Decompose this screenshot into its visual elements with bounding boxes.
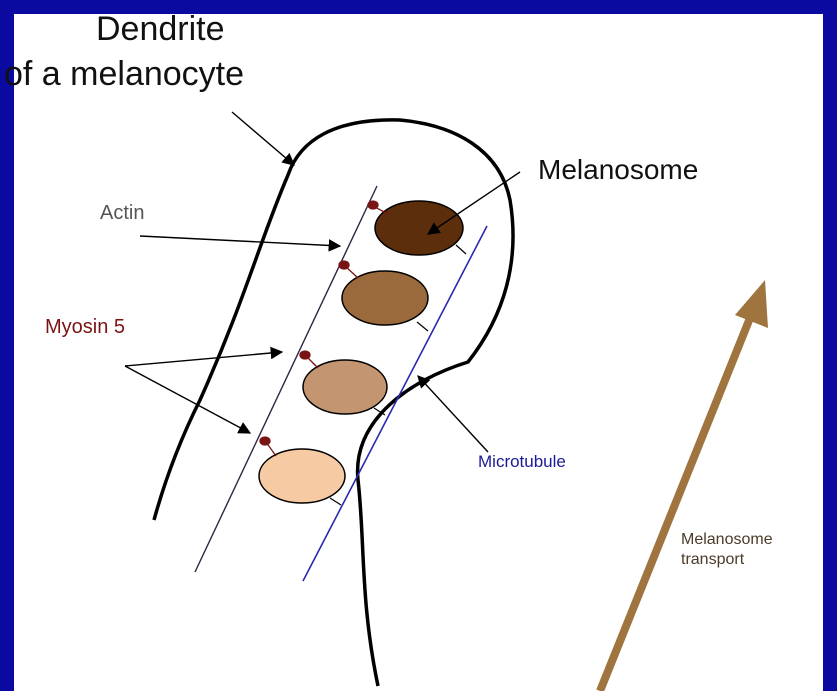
actin-label: Actin [100, 203, 144, 223]
transport-label-line-2: transport [681, 552, 744, 568]
myosin-label: Myosin 5 [45, 317, 125, 337]
melanosome-3 [303, 360, 387, 414]
melanosome-label: Melanosome [538, 156, 698, 184]
title-line-1: Dendrite [96, 12, 225, 46]
transport-label-line-1: Melanosome [681, 532, 773, 548]
title-line-2: of a melanocyte [4, 57, 244, 91]
microtubule-label: Microtubule [478, 453, 566, 470]
melanosome-2 [342, 271, 428, 325]
melanosome-1 [375, 201, 463, 255]
melanosome-4 [259, 449, 345, 503]
background-panel [14, 14, 823, 691]
